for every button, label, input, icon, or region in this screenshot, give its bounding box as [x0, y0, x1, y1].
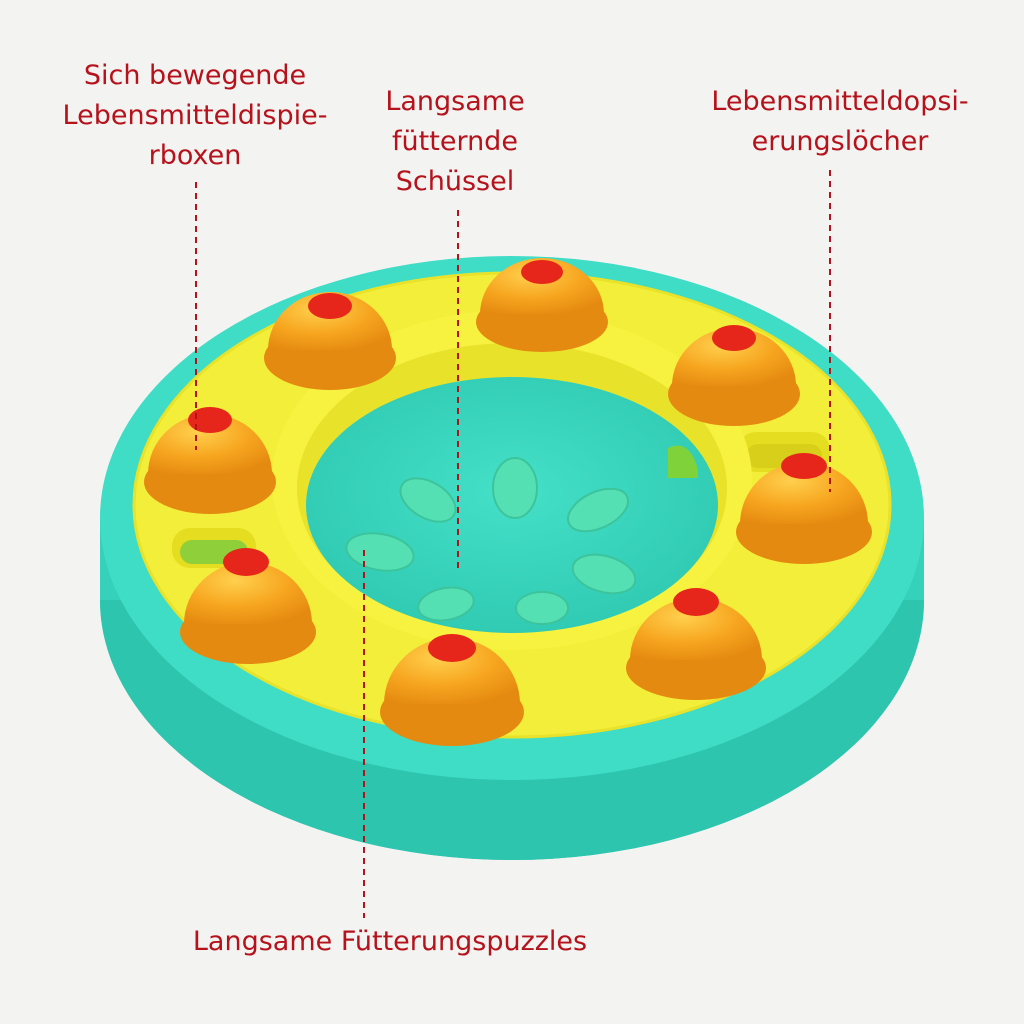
label-line: Sich bewegende — [83, 60, 307, 91]
label-line: Lebensmitteldopsi- — [711, 86, 969, 117]
dome-5 — [736, 453, 872, 564]
leaf-bump-icon — [345, 457, 637, 625]
dome-8 — [380, 634, 524, 746]
dome-7 — [626, 588, 766, 700]
dome-1 — [264, 292, 396, 390]
label-line: erungslöcher — [751, 126, 929, 157]
label-line: Langsame Fütterungspuzzles — [192, 926, 588, 957]
label-line: rboxen — [148, 140, 242, 171]
label-moving-dispenser-boxes: Sich bewegende Lebensmitteldispie- rboxe… — [40, 56, 350, 176]
dome-3 — [668, 325, 800, 426]
label-slow-feeding-bowl: Langsame fütternde Schüssel — [355, 82, 555, 202]
label-food-dispensing-holes: Lebensmitteldopsi- erungslöcher — [690, 82, 990, 162]
dome-4 — [144, 407, 276, 514]
dome-2 — [476, 258, 608, 352]
center-slow-bowl — [272, 310, 752, 650]
label-line: fütternde — [392, 126, 518, 157]
dome-6 — [180, 548, 316, 664]
leader-lines — [195, 170, 831, 918]
label-slow-feeding-puzzles: Langsame Fütterungspuzzles — [150, 922, 630, 962]
label-line: Langsame — [385, 86, 525, 117]
dome-icon — [144, 258, 872, 746]
label-line: Lebensmitteldispie- — [62, 100, 328, 131]
label-line: Schüssel — [395, 166, 515, 197]
